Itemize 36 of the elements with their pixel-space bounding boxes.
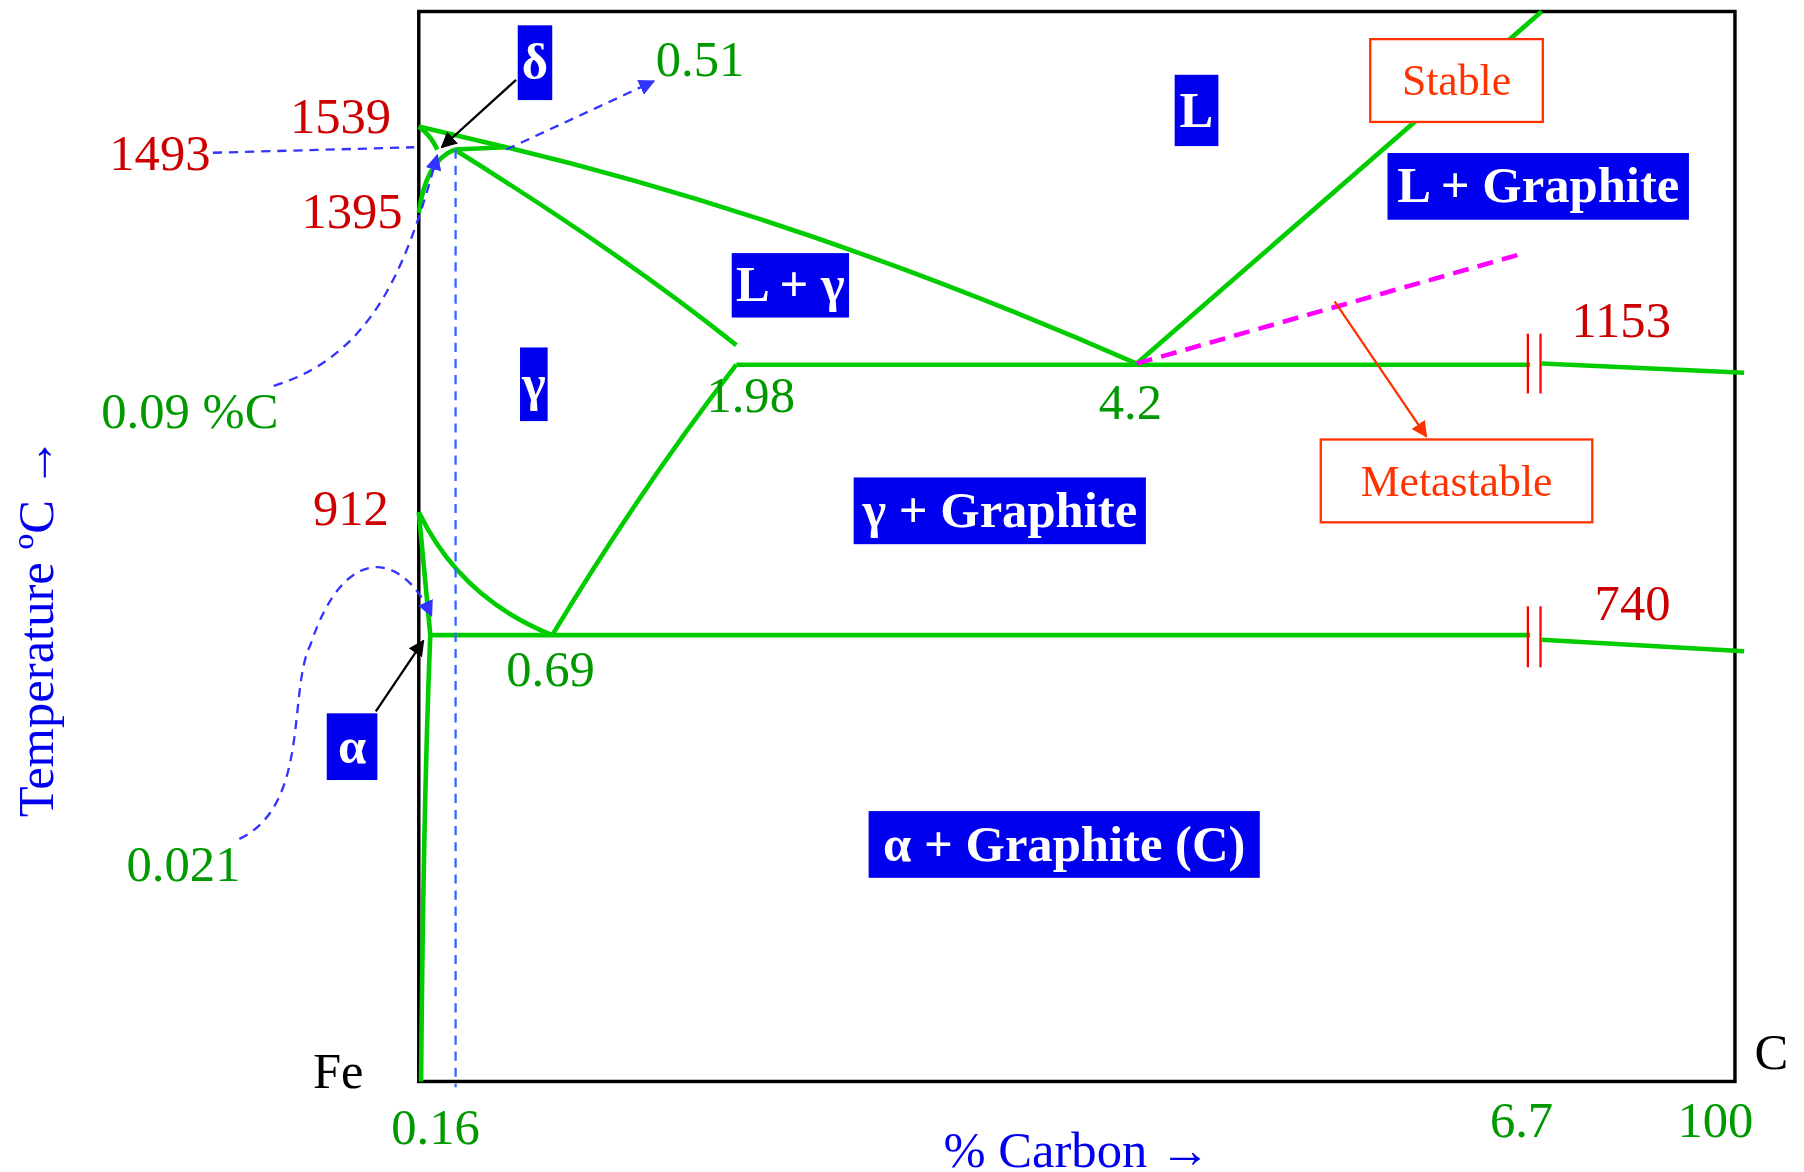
leader-line [238, 566, 433, 840]
temperature-value: 1395 [301, 186, 403, 237]
callout-box: Metastable [1319, 438, 1594, 524]
composition-value: 0.021 [126, 839, 241, 891]
composition-value: 100 [1677, 1095, 1754, 1146]
composition-value: 1.98 [706, 370, 795, 422]
composition-value: 0.16 [391, 1102, 480, 1153]
composition-value: 0.09 %C [101, 386, 279, 438]
leader-line [1333, 300, 1428, 438]
phase-label: γ + Graphite [853, 477, 1146, 545]
leader-line [440, 79, 517, 149]
callout-box: Stable [1369, 37, 1544, 124]
leader-line [212, 146, 415, 154]
temperature-value: 1539 [289, 92, 392, 143]
phase-label: δ [517, 25, 553, 101]
leader-line [273, 153, 442, 387]
composition-value: 0.51 [655, 34, 745, 86]
composition-value: 4.2 [1098, 377, 1162, 428]
composition-value: 6.7 [1489, 1095, 1554, 1146]
temperature-value: 1493 [109, 128, 211, 180]
element-label: Fe [312, 1046, 364, 1098]
axis-title: Temperature ºC → [11, 436, 63, 818]
element-label: C [1754, 1027, 1789, 1078]
leader-line [374, 639, 425, 713]
temperature-value: 740 [1594, 578, 1671, 630]
phase-label: L + Graphite [1387, 153, 1689, 220]
temperature-value: 1153 [1571, 295, 1671, 347]
phase-label: L [1174, 74, 1219, 147]
composition-value: 0.69 [506, 644, 595, 695]
phase-label: γ [520, 347, 548, 422]
leader-line [505, 80, 656, 151]
axis-title: % Carbon → [943, 1125, 1211, 1172]
phase-label: α [326, 713, 378, 781]
phase-label: α + Graphite (C) [868, 811, 1260, 878]
temperature-value: 912 [312, 483, 389, 534]
phase-label: L + γ [731, 253, 850, 318]
